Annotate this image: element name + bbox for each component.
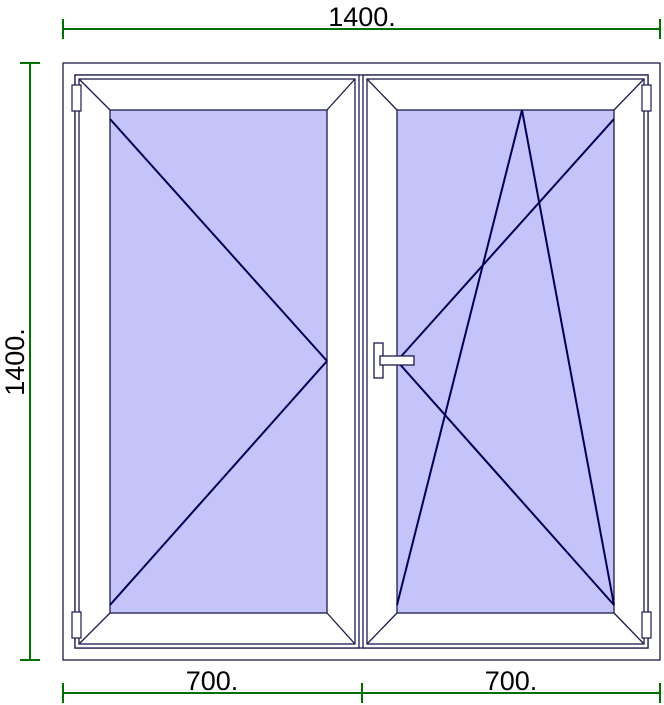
right-top-hinge-icon [641,84,652,112]
left-opening-symbol [109,118,328,606]
top-dimension [62,19,661,39]
left-dimension [20,62,40,661]
overall-width-label: 1400. [328,2,396,32]
left-sash-width-label: 700. [186,666,239,696]
left-bottom-hinge-icon [71,611,82,639]
left-top-hinge-icon [71,84,82,112]
bottom-dimension [62,683,661,703]
right-sash-width-label: 700. [485,666,538,696]
right-bottom-hinge-icon [641,611,652,639]
left-sash [74,74,360,649]
handle-icon [373,342,415,379]
right-opening-symbol [396,109,615,606]
right-glass [396,109,615,614]
left-glass [109,109,328,614]
overall-height-label: 1400. [0,328,30,396]
